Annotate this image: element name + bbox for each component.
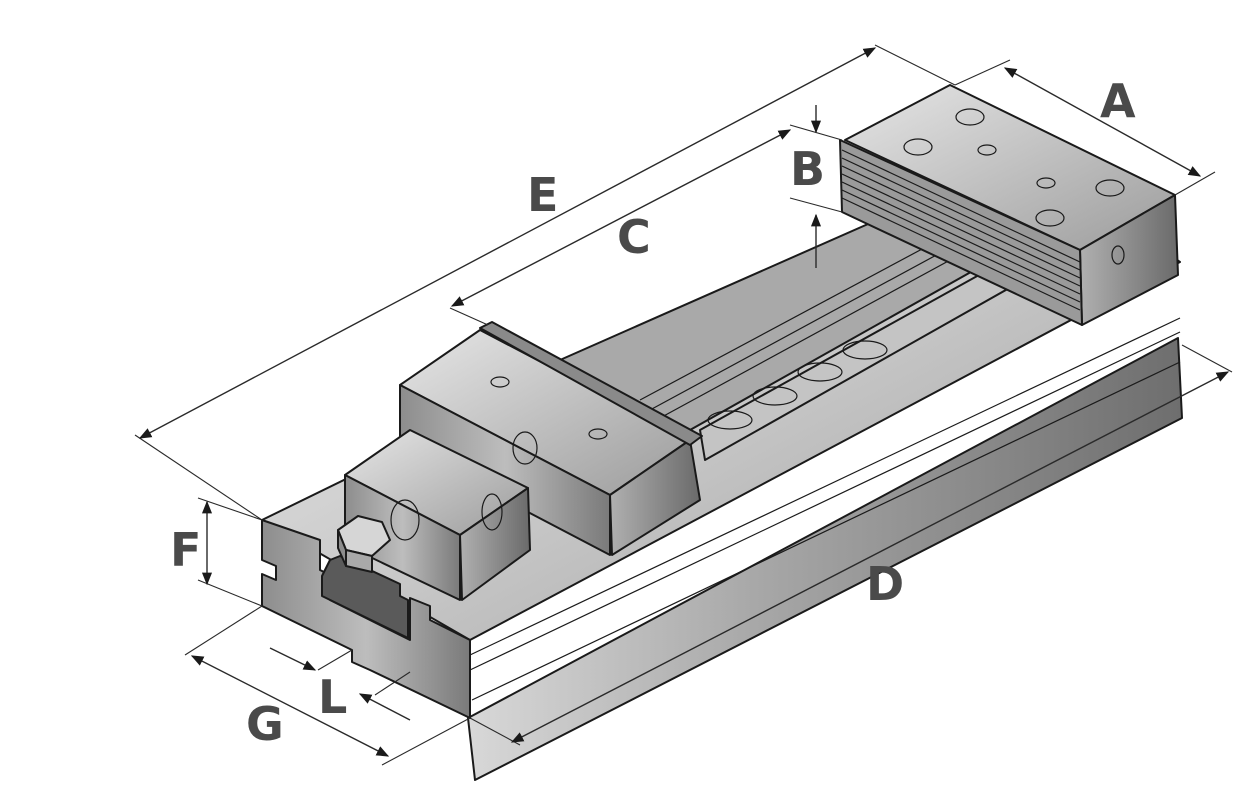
- bolt-hole: [1035, 209, 1065, 227]
- spindle-block-front: [344, 474, 461, 601]
- spindle-assembly: [337, 429, 538, 601]
- dimension-label-c: C: [617, 210, 651, 264]
- bolt-hole: [977, 144, 997, 156]
- bolt-hole: [955, 108, 985, 126]
- dimension-label-g: G: [246, 697, 284, 751]
- dimension-line-l-left: [269, 647, 317, 671]
- dimension-line-d: [510, 371, 1230, 743]
- dimension-labels: A B C D E F G L: [170, 74, 1136, 751]
- dimension-label-e: E: [527, 168, 558, 222]
- dimension-lines: [134, 44, 1233, 766]
- dimension-line-l-right: [358, 693, 411, 721]
- spindle-washer: [390, 499, 420, 541]
- jaw-serrations: [841, 149, 1081, 311]
- bolt-hole: [903, 138, 933, 156]
- dimension-label-l: L: [318, 670, 347, 724]
- bolt-hole: [1036, 177, 1056, 189]
- dimension-label-f: F: [170, 523, 201, 577]
- dimension-label-d: D: [866, 557, 904, 611]
- dimension-label-a: A: [1100, 74, 1136, 128]
- dimension-line-e: [138, 47, 877, 439]
- spindle-hole: [481, 493, 503, 531]
- dimension-line-g: [190, 655, 390, 757]
- dimension-line-a: [1003, 67, 1202, 177]
- side-hole: [1111, 245, 1125, 265]
- base-t-slot: [321, 555, 409, 639]
- bolt-hole: [1095, 179, 1125, 197]
- dimension-label-b: B: [790, 142, 825, 196]
